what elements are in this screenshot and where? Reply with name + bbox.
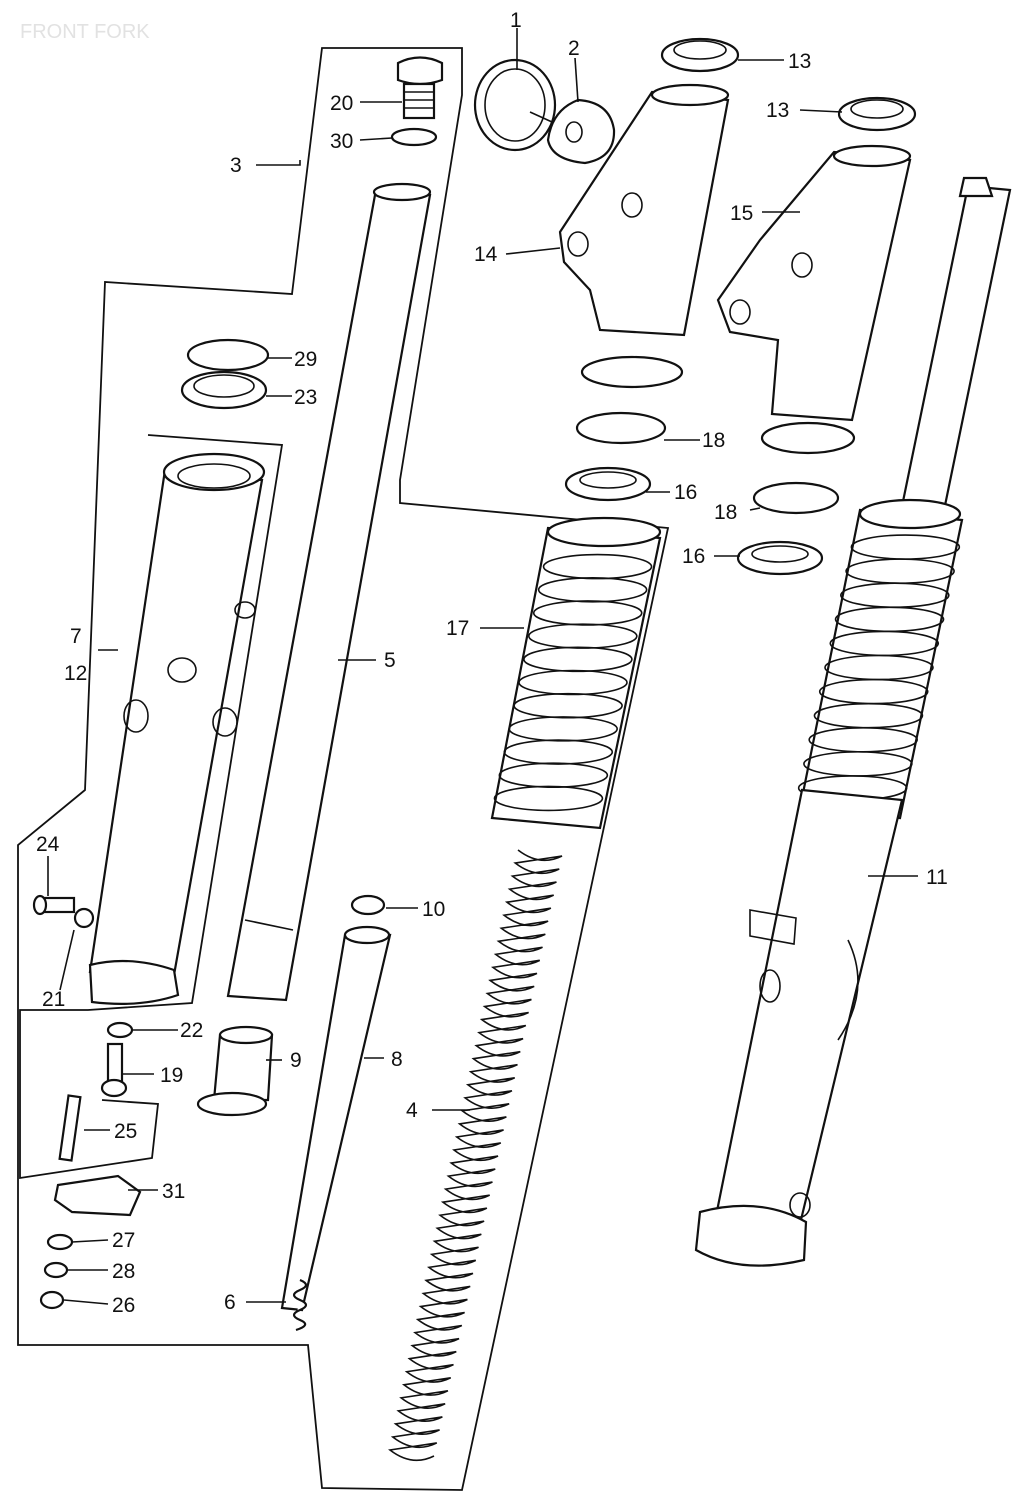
sub-assembly-boundary [19, 434, 284, 1180]
part-27-washer [46, 1233, 74, 1251]
part-8-seat-pipe [280, 925, 392, 1312]
callout-8: 8 [391, 1048, 403, 1071]
callout-labels: 1 2 3 4 5 6 7 8 9 10 11 12 13 13 14 15 1… [36, 9, 948, 1317]
callout-3: 3 [230, 154, 242, 177]
part-26-nut [39, 1290, 65, 1310]
callout-22: 22 [180, 1019, 203, 1042]
part-23-oil-seal [180, 370, 268, 410]
callout-12: 12 [64, 662, 87, 685]
boot-17-rib [493, 785, 604, 812]
part-28-lock-washer [43, 1261, 69, 1279]
callout-18-left: 18 [702, 429, 725, 452]
part-13-nut-upper [660, 37, 740, 73]
part-11-fork-assembly [694, 176, 1012, 1267]
part-20-bolt [396, 56, 444, 120]
callout-18-right: 18 [714, 501, 737, 524]
callout-9: 9 [290, 1049, 302, 1072]
callout-30: 30 [330, 130, 353, 153]
part-21-washer [73, 907, 95, 929]
callout-4: 4 [406, 1099, 418, 1122]
part-19-stud [100, 1042, 128, 1098]
callout-27: 27 [112, 1229, 135, 1252]
part-29-ring [186, 338, 270, 372]
part-16-ring-left [564, 466, 652, 502]
part-18-ring-right [752, 481, 840, 515]
part-18-ring-left [575, 411, 667, 445]
assembly-boundary [17, 47, 670, 1491]
callout-24: 24 [36, 833, 60, 856]
diagram-title: FRONT FORK [20, 21, 150, 43]
leader-lines [47, 28, 918, 1305]
callout-13-lower: 13 [766, 99, 789, 122]
callout-5: 5 [384, 649, 396, 672]
callout-1: 1 [510, 9, 522, 32]
part-25-stud [58, 1094, 82, 1162]
callout-15: 15 [730, 202, 753, 225]
callout-6: 6 [224, 1291, 236, 1314]
callout-11: 11 [926, 866, 948, 889]
part-22-washer [106, 1021, 134, 1039]
callout-26: 26 [112, 1294, 135, 1317]
part-10-ring [350, 894, 386, 916]
callout-10: 10 [422, 898, 445, 921]
part-9-piston [196, 1025, 274, 1117]
part-6-rebound-spring [292, 1278, 308, 1332]
callout-13-upper: 13 [788, 50, 811, 73]
part-30-o-ring [390, 127, 438, 147]
part-1-cap [473, 58, 557, 152]
callout-28: 28 [112, 1260, 135, 1283]
callout-25: 25 [114, 1120, 137, 1143]
part-7-12-bottom-case [88, 452, 266, 1005]
callout-19: 19 [160, 1064, 183, 1087]
callout-7: 7 [70, 625, 82, 648]
part-14-bracket [558, 83, 730, 389]
callout-16-right: 16 [682, 545, 705, 568]
callout-31: 31 [162, 1180, 185, 1203]
part-24-bolt [32, 894, 76, 916]
part-2-cushion [546, 98, 616, 165]
part-15-bracket [716, 144, 912, 455]
callout-17: 17 [446, 617, 469, 640]
callout-23: 23 [294, 386, 317, 409]
callout-20: 20 [330, 92, 353, 115]
part-17-boot [490, 516, 662, 830]
part-31-axle-holder [53, 1174, 142, 1217]
part-4-fork-spring [388, 849, 563, 1462]
part-13-nut-lower [837, 96, 917, 132]
part-16-ring-right [736, 540, 824, 576]
callout-29: 29 [294, 348, 317, 371]
callout-2: 2 [568, 37, 580, 60]
part-5-fork-pipe [226, 182, 432, 1002]
callout-21: 21 [42, 988, 65, 1011]
callout-14: 14 [474, 243, 498, 266]
callout-16-left: 16 [674, 481, 697, 504]
